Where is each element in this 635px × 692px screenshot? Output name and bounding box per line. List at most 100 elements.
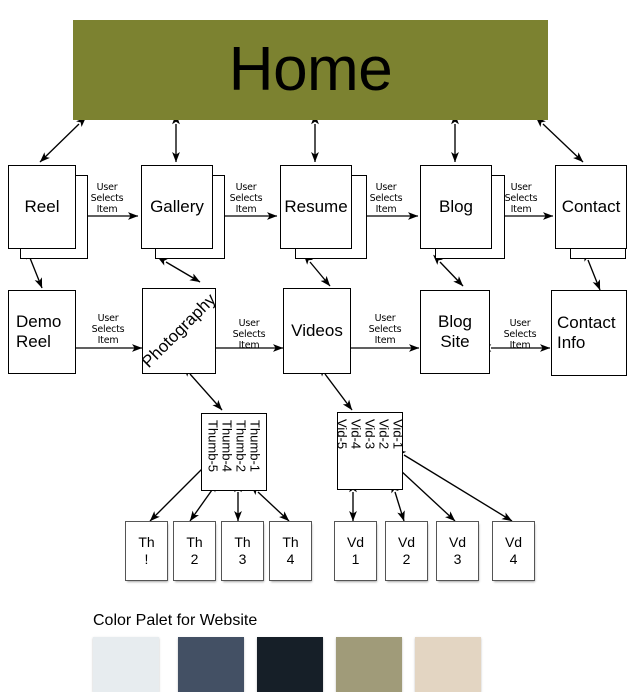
node-contact[interactable]: Contact [555,165,627,249]
leaf-vd-4[interactable]: Vd 4 [492,521,535,581]
leaf-vd-1-line2: 1 [351,551,360,567]
edge-caption-line-2: Selects [232,329,266,340]
node-contact-info-label-line2: Info [557,333,586,352]
edge-caption-line-1: User [235,182,257,193]
vid-label-2: Vid-2 [376,419,392,450]
edge-caption-demoreel-photography: User Selects Item [85,313,131,346]
edge-caption-line-3: Item [97,335,119,346]
leaf-th-3-line2: 3 [238,551,247,567]
leaf-th-4-line1: Th [282,534,299,550]
node-videos[interactable]: Videos [283,288,351,374]
color-swatch-sage-khaki[interactable] [336,637,402,692]
node-photography[interactable]: Photography [142,288,216,374]
edge-caption-line-1: User [97,313,119,324]
leaf-th-3[interactable]: Th 3 [221,521,264,581]
node-blog-site-label-line1: Blog [437,312,473,331]
leaf-th-2-line2: 2 [190,551,199,567]
node-gallery-label: Gallery [150,197,204,216]
thumb-label-2: Thumb-2 [233,420,249,473]
home-banner[interactable]: Home [73,20,548,120]
edge-caption-line-1: User [509,318,531,329]
node-vids-group[interactable]: Vid-1 Vid-2 Vid-3 Vid-4 Vid-5 [334,412,406,490]
edge-caption-line-3: Item [238,340,260,351]
edge-caption-line-3: Item [235,204,257,215]
leaf-vd-3-line1: Vd [448,534,467,550]
edge-caption-line-1: User [374,313,396,324]
node-contact-info-label-line1: Contact [557,313,616,332]
node-blog-site-label-line2: Site [440,332,470,351]
node-reel[interactable]: Reel [8,165,76,249]
leaf-vd-4-line2: 4 [509,551,518,567]
leaf-vd-3[interactable]: Vd 3 [436,521,479,581]
thumb-label-4: Thumb-4 [219,420,235,473]
leaf-vd-4-line1: Vd [504,534,523,550]
edge-caption-line-1: User [96,182,118,193]
leaf-th-4[interactable]: Th 4 [269,521,312,581]
node-blog-site[interactable]: Blog Site [420,290,490,374]
edge-caption-line-2: Selects [503,329,537,340]
edge-caption-line-2: Selects [368,324,402,335]
palette-title: Color Palet for Website [93,612,258,629]
edge-caption-line-3: Item [96,204,118,215]
edge-caption-line-3: Item [375,204,397,215]
leaf-vd-3-line2: 3 [453,551,462,567]
edge-caption-line-1: User [510,182,532,193]
color-swatch-beige[interactable] [415,637,481,692]
edge-caption-reel-gallery: User Selects Item [84,182,130,215]
leaf-vd-2-line1: Vd [397,534,416,550]
leaf-vd-1[interactable]: Vd 1 [334,521,377,581]
leaf-th-4-line2: 4 [286,551,295,567]
node-reel-label: Reel [24,197,60,216]
node-thumbs-group[interactable]: Thumb-1 Thumb-2 Thumb-4 Thumb-5 [201,413,267,491]
node-demo-reel-label-line1: Demo [16,312,62,331]
node-blog[interactable]: Blog [420,165,492,249]
node-demo-reel[interactable]: Demo Reel [8,290,76,374]
thumb-label-5: Thumb-5 [205,420,221,473]
edge-caption-line-2: Selects [91,324,125,335]
edge-caption-line-3: Item [509,340,531,351]
edge-caption-line-1: User [238,318,260,329]
node-gallery[interactable]: Gallery [141,165,213,249]
node-photography-label: Photography [142,289,216,372]
edge-caption-line-2: Selects [504,193,538,204]
color-swatch-pale-blue-gray[interactable] [93,637,159,692]
edge-caption-line-2: Selects [229,193,263,204]
edge-caption-photography-videos: User Selects Item [226,318,272,351]
vid-label-3: Vid-3 [362,419,378,450]
thumb-label-1: Thumb-1 [247,420,263,473]
edge-caption-line-3: Item [374,335,396,346]
node-demo-reel-label-line2: Reel [16,332,51,351]
edge-caption-line-2: Selects [90,193,124,204]
leaf-th-2-line1: Th [186,534,203,550]
edge-caption-blogsite-contactinfo: User Selects Item [497,318,543,351]
edge-caption-videos-blogsite: User Selects Item [362,313,408,346]
leaf-vd-2[interactable]: Vd 2 [385,521,428,581]
node-contact-label: Contact [561,197,621,216]
node-resume[interactable]: Resume [280,165,352,249]
vids-label-stack: Vid-1 Vid-2 Vid-3 Vid-4 Vid-5 [334,413,406,489]
vid-label-1: Vid-1 [390,419,406,450]
page-title: Home [228,35,393,104]
edge-caption-blog-contact: User Selects Item [498,182,544,215]
leaf-th-1-line1: Th [138,534,155,550]
leaf-th-3-line1: Th [234,534,251,550]
vid-label-4: Vid-4 [348,419,364,450]
node-contact-info[interactable]: Contact Info [551,290,627,376]
leaf-th-1[interactable]: Th ! [125,521,168,581]
color-swatch-dark-navy[interactable] [257,637,323,692]
edge-caption-line-3: Item [510,204,532,215]
node-videos-label: Videos [291,321,343,340]
leaf-vd-2-line2: 2 [402,551,411,567]
node-resume-label: Resume [284,197,348,216]
leaf-th-2[interactable]: Th 2 [173,521,216,581]
edge-caption-line-2: Selects [369,193,403,204]
node-blog-label: Blog [438,197,474,216]
leaf-th-1-line2: ! [144,551,149,567]
edge-caption-resume-blog: User Selects Item [363,182,409,215]
edge-caption-line-1: User [375,182,397,193]
edge-caption-gallery-resume: User Selects Item [223,182,269,215]
vid-label-5: Vid-5 [334,419,350,450]
color-swatch-slate-blue[interactable] [178,637,244,692]
leaf-vd-1-line1: Vd [346,534,365,550]
